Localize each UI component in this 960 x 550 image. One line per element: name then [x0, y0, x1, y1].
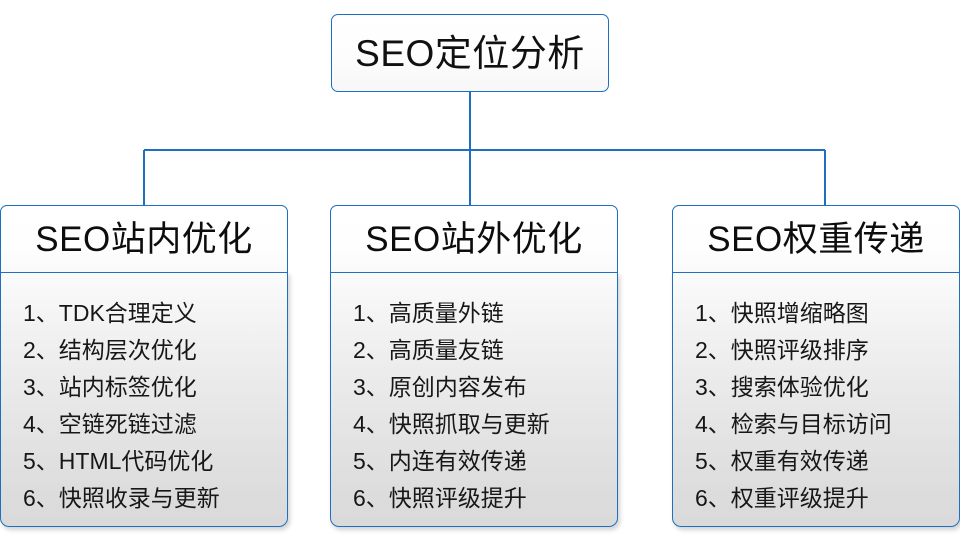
branch-header-weight-transfer[interactable]: SEO权重传递	[672, 205, 960, 273]
list-item: 2、结构层次优化	[23, 337, 197, 363]
list-item: 1、高质量外链	[353, 300, 504, 326]
list-item: 4、快照抓取与更新	[353, 411, 550, 437]
root-node-title: SEO定位分析	[355, 32, 585, 74]
list-item: 5、权重有效传递	[695, 448, 869, 474]
list-item: 3、站内标签优化	[23, 374, 197, 400]
list-item: 4、检索与目标访问	[695, 411, 892, 437]
branch-header-onsite[interactable]: SEO站内优化	[0, 205, 288, 273]
list-item: 2、高质量友链	[353, 337, 504, 363]
branch-body-weight-transfer: 1、快照增缩略图 2、快照评级排序 3、搜索体验优化 4、检索与目标访问 5、权…	[672, 272, 960, 527]
branch-columns: SEO站内优化 1、TDK合理定义 2、结构层次优化 3、站内标签优化 4、空链…	[0, 205, 960, 535]
branch-body-onsite: 1、TDK合理定义 2、结构层次优化 3、站内标签优化 4、空链死链过滤 5、H…	[0, 272, 288, 527]
list-item: 2、快照评级排序	[695, 337, 869, 363]
branch-header-offsite[interactable]: SEO站外优化	[330, 205, 618, 273]
list-item: 4、空链死链过滤	[23, 411, 197, 437]
branch-column-offsite[interactable]: SEO站外优化 1、高质量外链 2、高质量友链 3、原创内容发布 4、快照抓取与…	[330, 205, 618, 527]
branch-item-list: 1、高质量外链 2、高质量友链 3、原创内容发布 4、快照抓取与更新 5、内连有…	[331, 295, 617, 517]
branch-item-list: 1、快照增缩略图 2、快照评级排序 3、搜索体验优化 4、检索与目标访问 5、权…	[673, 295, 959, 517]
list-item: 6、快照收录与更新	[23, 485, 220, 511]
list-item: 5、HTML代码优化	[23, 448, 214, 474]
branch-item-list: 1、TDK合理定义 2、结构层次优化 3、站内标签优化 4、空链死链过滤 5、H…	[1, 295, 287, 517]
list-item: 1、快照增缩略图	[695, 300, 869, 326]
list-item: 1、TDK合理定义	[23, 300, 197, 326]
branch-header-title: SEO站外优化	[365, 219, 583, 259]
branch-column-weight-transfer[interactable]: SEO权重传递 1、快照增缩略图 2、快照评级排序 3、搜索体验优化 4、检索与…	[672, 205, 960, 527]
branch-body-offsite: 1、高质量外链 2、高质量友链 3、原创内容发布 4、快照抓取与更新 5、内连有…	[330, 272, 618, 527]
branch-header-title: SEO权重传递	[707, 219, 925, 259]
branch-header-title: SEO站内优化	[35, 219, 253, 259]
branch-column-onsite[interactable]: SEO站内优化 1、TDK合理定义 2、结构层次优化 3、站内标签优化 4、空链…	[0, 205, 288, 527]
list-item: 6、快照评级提升	[353, 485, 527, 511]
list-item: 6、权重评级提升	[695, 485, 869, 511]
list-item: 5、内连有效传递	[353, 448, 527, 474]
list-item: 3、搜索体验优化	[695, 374, 869, 400]
root-node[interactable]: SEO定位分析	[331, 14, 609, 92]
list-item: 3、原创内容发布	[353, 374, 527, 400]
